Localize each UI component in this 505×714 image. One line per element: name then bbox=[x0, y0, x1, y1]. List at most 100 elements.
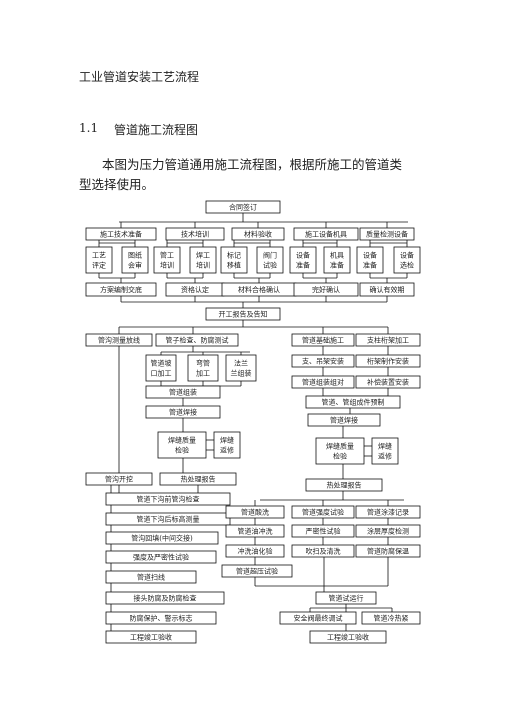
prep-box-0-label: 施工技术准备 bbox=[100, 230, 142, 239]
sub-box-1-label: 图纸 bbox=[128, 251, 142, 260]
left-inspect-box-label: 焊缝质量 bbox=[168, 436, 196, 445]
truss-box: 桁架制作安装 bbox=[355, 354, 421, 368]
align-box-label: 管道组装组对 bbox=[302, 378, 344, 387]
prep-box-3-label: 施工设备机具 bbox=[305, 230, 347, 239]
prep-box-3: 施工设备机具 bbox=[293, 227, 359, 241]
lower-step-box-7-label: 工程竣工验收 bbox=[130, 633, 172, 642]
group-box-label: 管道、管组成件预制 bbox=[322, 398, 385, 407]
hanger-box: 支、吊架安装 bbox=[291, 354, 355, 368]
test-box-7-label: 吹扫及清洗 bbox=[306, 547, 341, 556]
pipe-check-box-label: 管子检查、防腐测试 bbox=[166, 336, 229, 345]
lower-step-box-2-label: 管沟回填(中间交接) bbox=[131, 534, 193, 543]
confirm-box-2-label: 材料合格确认 bbox=[238, 285, 280, 294]
right-heat-box: 热处理报告 bbox=[305, 478, 383, 492]
confirm-box-1-label: 资格认定 bbox=[181, 285, 209, 294]
confirm-box-0-label: 方案编制交底 bbox=[100, 285, 142, 294]
sub-box-7-label: 准备 bbox=[330, 261, 344, 270]
left-heat-box: 热处理报告 bbox=[159, 472, 237, 486]
trench-survey-box: 管沟测量放线 bbox=[85, 333, 153, 347]
test-box-5: 涂层厚度检测 bbox=[355, 524, 421, 538]
test-box-4: 严密性试验 bbox=[291, 524, 355, 538]
right-inspect-box-label: 检验 bbox=[333, 452, 347, 461]
test-box-5-label: 涂层厚度检测 bbox=[367, 527, 409, 536]
safety-valve-box-label: 安全阀最终调试 bbox=[294, 614, 343, 623]
lower-step-box-1-label: 管道下沟后标高测量 bbox=[137, 515, 200, 524]
sub-box-2-label: 管工 bbox=[160, 251, 174, 260]
test-box-4-label: 严密性试验 bbox=[306, 527, 341, 536]
left-heat-box-label: 热处理报告 bbox=[181, 475, 216, 484]
flowchart-connectors bbox=[98, 213, 408, 631]
confirm-box-2: 材料合格确认 bbox=[221, 282, 297, 297]
truss-box-label: 桁架制作安装 bbox=[367, 357, 409, 366]
group-box: 管道、管组成件预制 bbox=[305, 395, 401, 409]
sub-box-7-label: 机具 bbox=[330, 251, 344, 260]
sub-box-6-label: 准备 bbox=[296, 261, 310, 270]
proc-box-1-label: 弯管 bbox=[196, 359, 210, 368]
confirm-box-4: 确认有效期 bbox=[359, 282, 415, 297]
sub-box-9-label: 设备 bbox=[400, 251, 414, 260]
test-box-2-label: 管道涂漆记录 bbox=[367, 508, 409, 517]
comp-box: 补偿装置安装 bbox=[355, 375, 421, 389]
trial-run-box-label: 管道试运行 bbox=[329, 594, 364, 603]
sub-box-8-label: 设备 bbox=[363, 251, 377, 260]
test-box-8-label: 管道防腐保温 bbox=[367, 547, 409, 556]
sub-box-0-label: 评定 bbox=[92, 261, 106, 270]
lower-step-box-2: 管沟回填(中间交接) bbox=[105, 531, 219, 545]
support-fab-box-label: 支柱桁架加工 bbox=[367, 336, 409, 345]
sub-box-6-label: 设备 bbox=[296, 251, 310, 260]
sub-box-5-label: 阀门 bbox=[263, 251, 277, 260]
sub-box-0-label: 工艺 bbox=[92, 252, 106, 260]
lower-step-box-4: 管道扫线 bbox=[105, 570, 197, 584]
left-assembly-box: 管道组装 bbox=[145, 385, 221, 399]
cold-tight-box-label: 管道冷热紧 bbox=[374, 614, 409, 623]
right-heat-box-label: 热处理报告 bbox=[327, 481, 362, 490]
sub-box-5-label: 试验 bbox=[263, 261, 277, 270]
lower-step-box-3-label: 强度及严密性试验 bbox=[133, 553, 189, 562]
trial-run-box: 管道试运行 bbox=[315, 591, 377, 605]
lower-step-box-7: 工程竣工验收 bbox=[105, 630, 197, 644]
lower-step-box-3: 强度及严密性试验 bbox=[105, 550, 217, 564]
confirm-box-4-label: 确认有效期 bbox=[370, 285, 405, 294]
cold-tight-box: 管道冷热紧 bbox=[361, 611, 421, 625]
proc-box-0-label: 管道坡 bbox=[151, 359, 172, 368]
test-box-3-label: 管道油冲洗 bbox=[238, 527, 273, 536]
prep-box-0: 施工技术准备 bbox=[85, 227, 157, 241]
prep-box-1-label: 技术培训 bbox=[181, 230, 209, 239]
lower-step-box-5: 接头防腐及防腐检查 bbox=[105, 591, 225, 605]
test-box-9: 管道超压试验 bbox=[221, 564, 293, 578]
hanger-box-label: 支、吊架安装 bbox=[302, 357, 344, 366]
test-box-8: 管道防腐保温 bbox=[355, 544, 421, 558]
contract-box-label: 合同签订 bbox=[229, 203, 257, 212]
prep-box-2-label: 材料验收 bbox=[244, 230, 272, 239]
confirm-box-1: 资格认定 bbox=[165, 282, 225, 297]
left-assembly-box-label: 管道组装 bbox=[169, 388, 197, 397]
foundation-box-label: 管道基础施工 bbox=[302, 336, 344, 345]
test-box-6-label: 冲洗油化验 bbox=[238, 547, 273, 556]
left-repair-box-label: 焊缝 bbox=[220, 436, 234, 445]
start-report-box-label: 开工报告及告知 bbox=[219, 310, 268, 319]
sub-box-8-label: 准备 bbox=[363, 261, 377, 270]
test-box-0: 管道酸洗 bbox=[225, 505, 285, 519]
test-box-7: 吹扫及清洗 bbox=[291, 544, 355, 558]
excavate-box-label: 管沟开挖 bbox=[105, 475, 133, 484]
test-box-1: 管道强度试验 bbox=[291, 505, 355, 519]
document-title: 工业管道安装工艺流程 bbox=[79, 70, 200, 84]
align-box: 管道组装组对 bbox=[291, 375, 355, 389]
proc-box-0-label: 口加工 bbox=[151, 369, 172, 378]
sub-box-4-label: 标记 bbox=[227, 251, 241, 260]
lower-step-box-6-label: 防腐保护、警示标志 bbox=[130, 614, 193, 623]
contract-box: 合同签订 bbox=[205, 200, 281, 214]
support-fab-box: 支柱桁架加工 bbox=[355, 333, 421, 347]
